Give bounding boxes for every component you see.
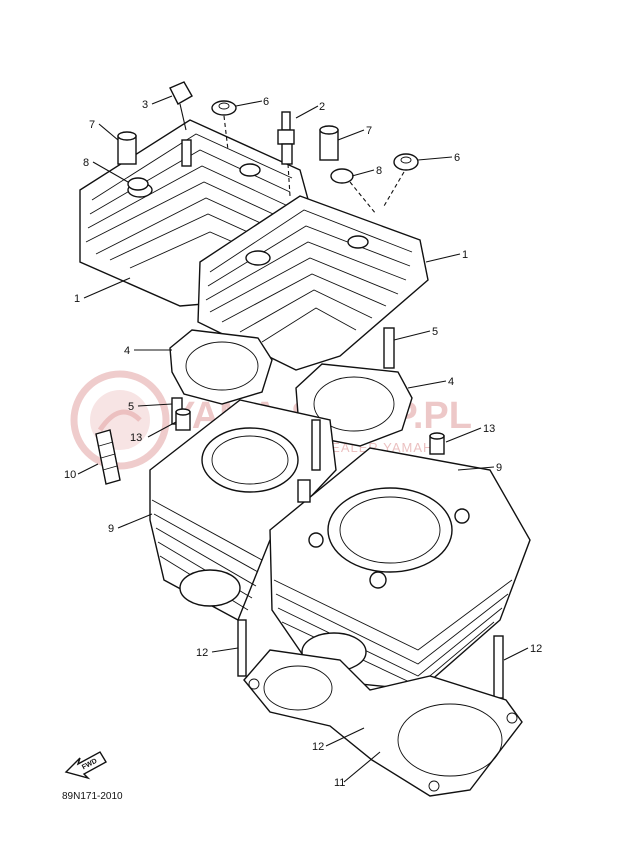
bolt-center	[297, 419, 321, 503]
callout-12: 12	[312, 741, 324, 753]
sleeve-part-7-left	[117, 131, 137, 165]
drawing-code: 89N171-2010	[62, 791, 123, 802]
dowel-part-13-left	[175, 408, 191, 431]
callout-5: 5	[432, 326, 438, 338]
sleeve-part-7-right	[319, 125, 339, 161]
callout-1: 1	[462, 249, 468, 261]
callout-2: 2	[319, 101, 325, 113]
spark-plug-left	[181, 139, 192, 167]
callout-5: 5	[128, 401, 134, 413]
base-gasket	[243, 649, 523, 797]
forward-arrow-icon: FWD	[64, 751, 107, 780]
callout-12: 12	[530, 643, 542, 655]
callout-1: 1	[74, 293, 80, 305]
cylinder-block-right	[269, 447, 531, 691]
nut-part-6-left	[211, 100, 237, 151]
cylinder-block-left	[149, 399, 337, 621]
callout-8: 8	[376, 165, 382, 177]
callout-13: 13	[483, 423, 495, 435]
cylinder-head-right	[197, 195, 429, 371]
stud-part-5-right	[383, 327, 395, 369]
callout-12: 12	[196, 647, 208, 659]
callout-10: 10	[64, 469, 76, 481]
callout-7: 7	[366, 125, 372, 137]
watermark-logo-icon	[70, 370, 170, 470]
callout-13: 13	[130, 432, 142, 444]
spark-plug-part-2	[277, 111, 295, 197]
callout-labels: 3 6 2 7 7 8 8 6 1 1 5 4 4 5 13 13 10 9 9…	[64, 96, 542, 789]
base-stud-right	[493, 635, 504, 699]
callout-leaders	[77, 95, 529, 783]
callout-7: 7	[89, 119, 95, 131]
head-gasket-left	[169, 329, 273, 405]
dowel-part-13-right	[429, 432, 445, 455]
callout-4: 4	[448, 376, 454, 388]
callout-4: 4	[124, 345, 130, 357]
callout-6: 6	[263, 96, 269, 108]
clip-part-10	[95, 429, 121, 485]
washer-part-8-left	[127, 177, 149, 191]
callout-9: 9	[496, 462, 502, 474]
cap-part-3	[169, 81, 193, 131]
base-stud-left	[237, 619, 247, 677]
callout-8: 8	[83, 157, 89, 169]
nut-part-6-right	[383, 153, 419, 207]
callout-6: 6	[454, 152, 460, 164]
callout-9: 9	[108, 523, 114, 535]
callout-11: 11	[334, 777, 345, 789]
callout-3: 3	[142, 99, 148, 111]
